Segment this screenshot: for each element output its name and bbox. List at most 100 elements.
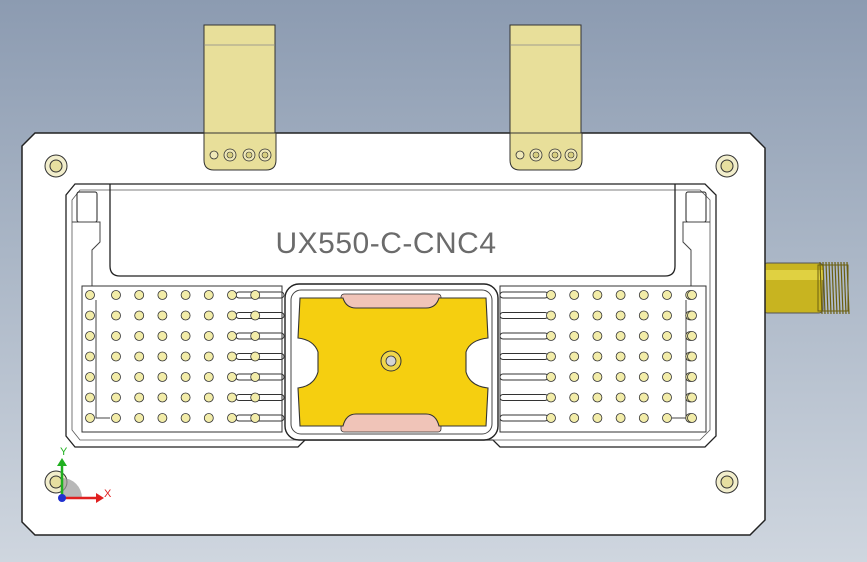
pin xyxy=(227,372,237,382)
pin xyxy=(157,413,168,423)
label-recess xyxy=(109,184,676,277)
pin xyxy=(638,392,649,403)
pin xyxy=(180,310,191,321)
pin xyxy=(134,331,145,341)
pin xyxy=(615,392,626,403)
pin xyxy=(111,310,121,321)
x-axis-arrowhead xyxy=(96,493,104,503)
pin xyxy=(662,310,672,321)
pin xyxy=(662,413,672,423)
y-axis-label: Y xyxy=(60,446,68,458)
mounting-hole xyxy=(715,470,739,494)
pin xyxy=(569,413,580,423)
pin xyxy=(203,290,214,300)
coordinate-triad: X Y xyxy=(57,446,112,503)
pin xyxy=(203,413,214,423)
clamp-tab-right[interactable] xyxy=(509,24,583,171)
pin xyxy=(662,331,672,341)
pin xyxy=(85,392,95,403)
pin xyxy=(227,351,237,362)
pin xyxy=(546,290,556,300)
pin xyxy=(85,331,95,341)
pin xyxy=(592,310,603,321)
pin xyxy=(157,351,168,362)
pin-field-right-outline xyxy=(499,285,707,433)
pin xyxy=(569,331,580,341)
pin xyxy=(250,372,261,382)
pin xyxy=(180,331,191,341)
pin xyxy=(111,331,121,341)
pin xyxy=(180,392,191,403)
pin xyxy=(134,351,145,362)
pin xyxy=(111,351,121,362)
pin xyxy=(662,372,672,382)
pin xyxy=(569,392,580,403)
pin xyxy=(615,331,626,341)
pin xyxy=(687,290,697,300)
connector-threads xyxy=(817,261,850,315)
pin xyxy=(638,351,649,362)
pin xyxy=(662,392,672,403)
pin xyxy=(180,413,191,423)
pin-field xyxy=(85,290,697,423)
pin xyxy=(134,392,145,403)
x-axis-label: X xyxy=(104,488,112,500)
pin xyxy=(592,290,603,300)
pin xyxy=(615,413,626,423)
pin xyxy=(592,392,603,403)
pin xyxy=(157,290,168,300)
pin xyxy=(546,351,556,362)
pin xyxy=(227,331,237,341)
pin xyxy=(592,351,603,362)
pin xyxy=(180,351,191,362)
part-label: UX550-C-CNC4 xyxy=(275,227,496,260)
pin xyxy=(687,310,697,321)
y-axis-arrowhead xyxy=(57,458,67,466)
pin xyxy=(687,413,697,423)
pin xyxy=(157,372,168,382)
pin xyxy=(662,351,672,362)
pin xyxy=(592,331,603,341)
pin xyxy=(546,331,556,341)
pin xyxy=(546,310,556,321)
pin xyxy=(180,290,191,300)
pin xyxy=(615,351,626,362)
pin xyxy=(569,351,580,362)
pin xyxy=(111,372,121,382)
channel-path xyxy=(95,300,110,419)
pin xyxy=(569,372,580,382)
mounting-hole xyxy=(44,154,68,178)
pin xyxy=(227,310,237,321)
pin xyxy=(134,310,145,321)
pin xyxy=(638,290,649,300)
pin xyxy=(157,331,168,341)
pin xyxy=(615,290,626,300)
corner-slot xyxy=(72,191,101,286)
pin xyxy=(250,351,261,362)
pocket-outline-inner xyxy=(71,189,711,441)
pin xyxy=(250,290,261,300)
pin xyxy=(687,351,697,362)
pin xyxy=(546,413,556,423)
pin xyxy=(638,331,649,341)
pin xyxy=(111,392,121,403)
pin xyxy=(569,290,580,300)
pin xyxy=(203,310,214,321)
clamp-tab-left[interactable] xyxy=(203,24,277,171)
pin xyxy=(615,310,626,321)
pin xyxy=(569,310,580,321)
pin xyxy=(111,413,121,423)
pin xyxy=(134,290,145,300)
pin xyxy=(85,290,95,300)
pin xyxy=(250,310,261,321)
pin xyxy=(180,372,191,382)
pin xyxy=(638,413,649,423)
threaded-connector[interactable] xyxy=(762,261,850,315)
pin xyxy=(85,372,95,382)
pin xyxy=(134,413,145,423)
center-nest[interactable] xyxy=(284,283,499,441)
pin xyxy=(157,392,168,403)
pin xyxy=(592,413,603,423)
